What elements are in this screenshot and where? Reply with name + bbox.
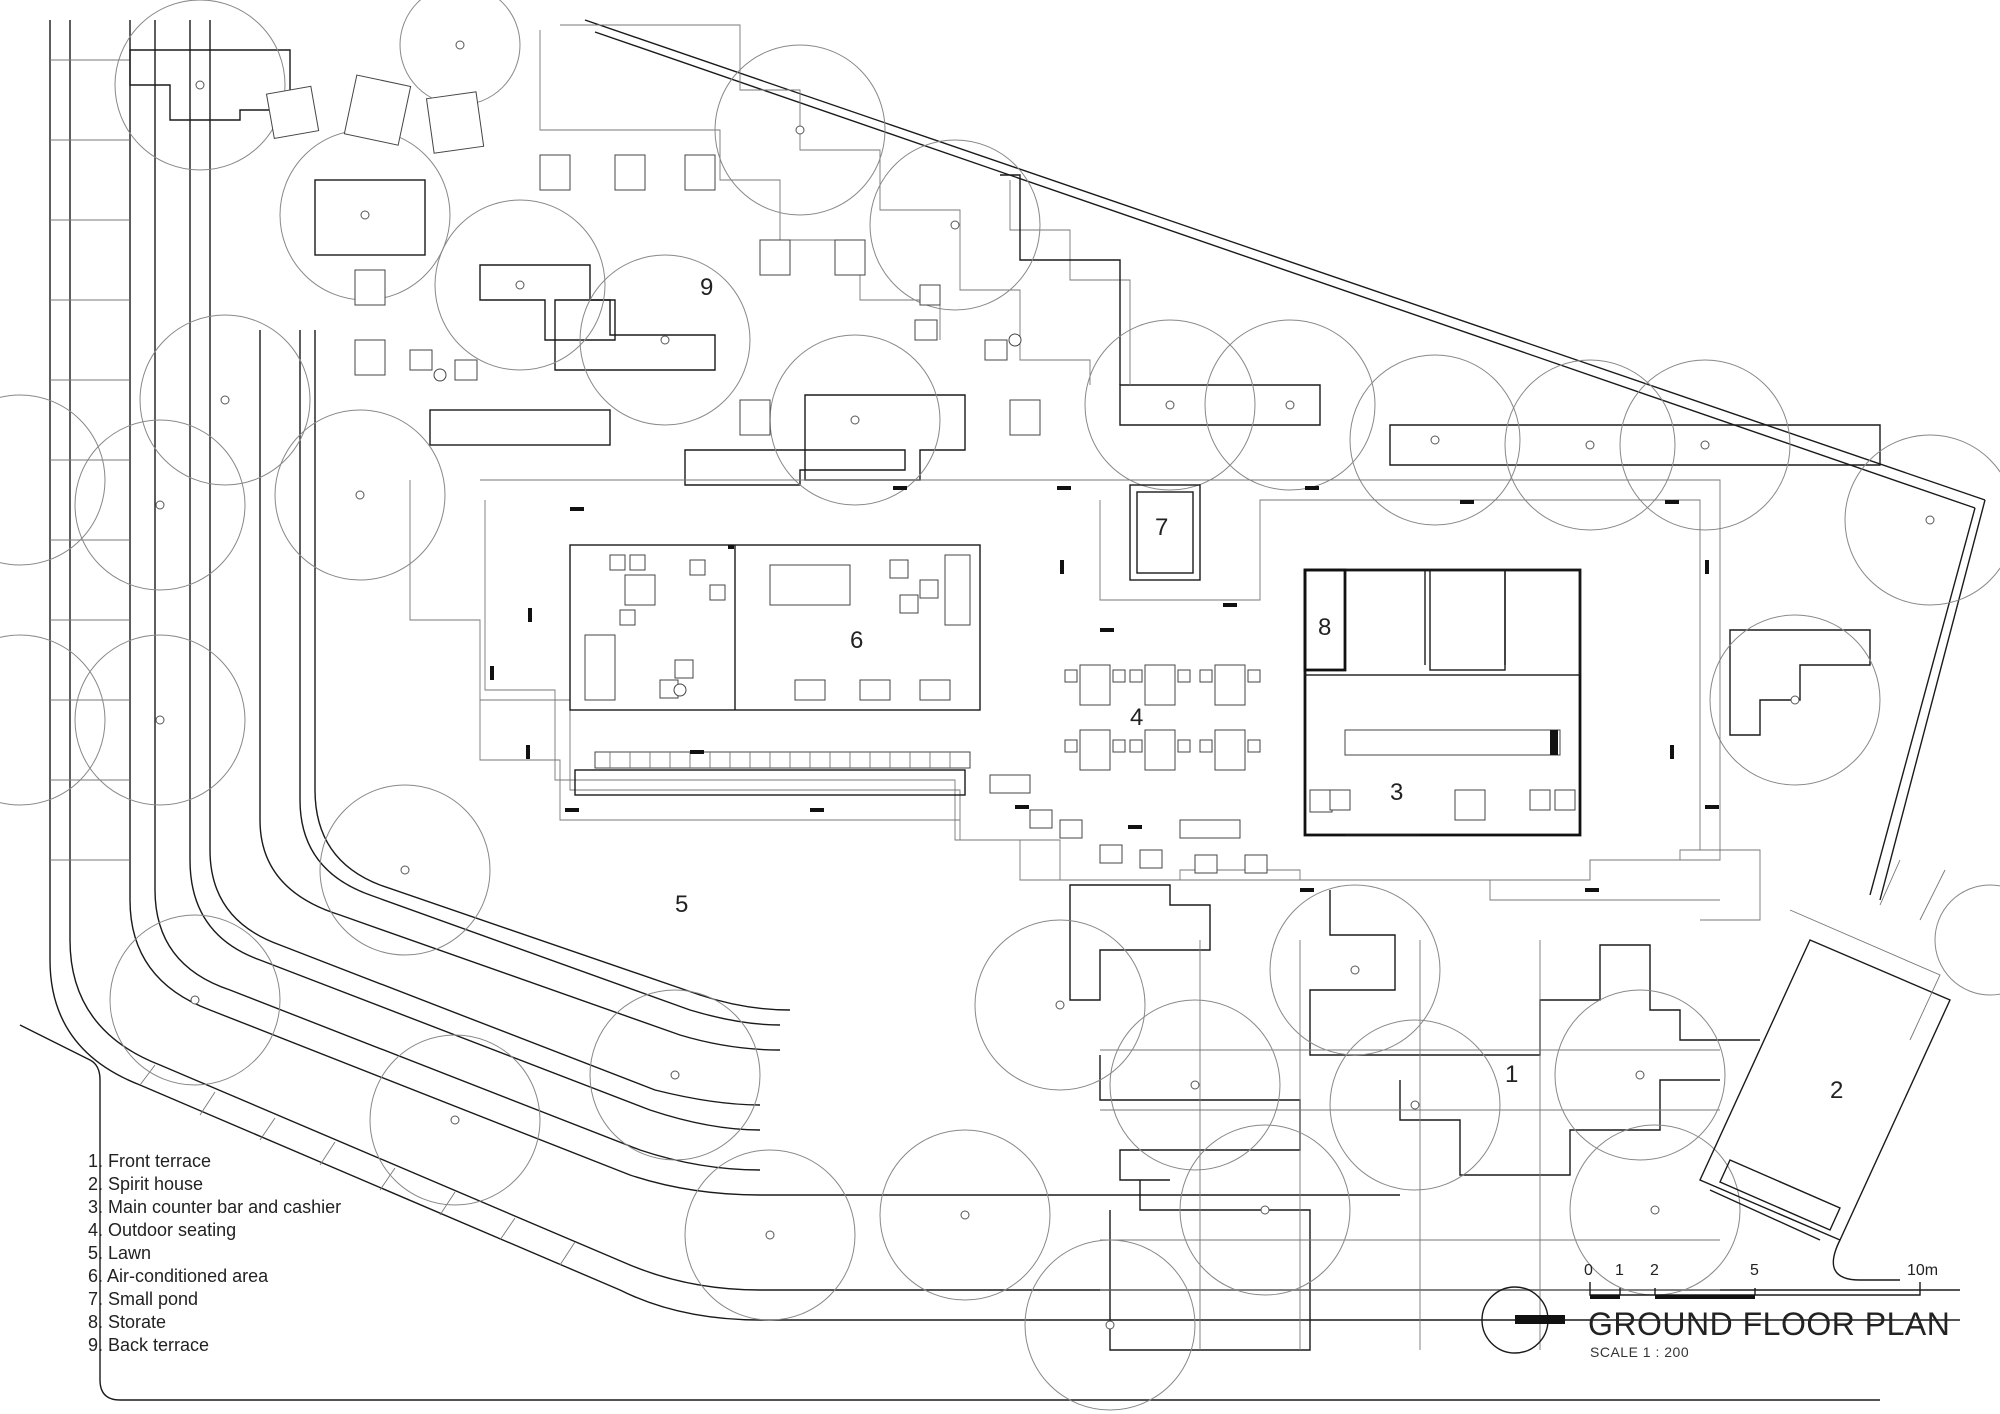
legend-item: 8. Storate xyxy=(88,1312,167,1332)
legend-item: 3. Main counter bar and cashier xyxy=(88,1197,342,1217)
small-pond xyxy=(1129,484,1201,581)
legend-item: 4. Outdoor seating xyxy=(88,1220,237,1240)
counter-bar xyxy=(1303,568,1582,837)
legend-item: 2. Spirit house xyxy=(88,1174,204,1194)
legend-item: 6. Air-conditioned area xyxy=(88,1266,269,1286)
zone-label-7: 7 xyxy=(1155,514,1168,541)
zone-label-9: 9 xyxy=(700,274,713,301)
storage xyxy=(1303,568,1506,672)
zone-label-8: 8 xyxy=(1318,614,1331,641)
legend-item: 9. Back terrace xyxy=(88,1335,210,1355)
main-deck xyxy=(480,479,1721,881)
drawing-scale: SCALE 1 : 200 xyxy=(1590,1344,1690,1360)
legend-item: 1. Front terrace xyxy=(88,1151,212,1171)
legend-item: 5. Lawn xyxy=(88,1243,152,1263)
back-terrace-seating xyxy=(265,74,1041,436)
scale-tick-label: 0 xyxy=(1584,1262,1593,1279)
bench-row xyxy=(574,751,1031,796)
zone-label-1: 1 xyxy=(1505,1061,1518,1088)
scale-bar xyxy=(1589,1282,1921,1299)
terrace-steps xyxy=(409,480,1761,1351)
spirit-house xyxy=(1699,859,1951,1281)
site-boundary xyxy=(19,19,1986,1401)
north-arrow-icon xyxy=(1481,1286,1565,1354)
scale-tick-label: 1 xyxy=(1615,1262,1624,1279)
scale-tick-label: 10m xyxy=(1907,1262,1939,1279)
scale-tick-label: 5 xyxy=(1750,1262,1759,1279)
zone-label-3: 3 xyxy=(1390,779,1403,806)
zone-label-6: 6 xyxy=(850,627,863,654)
legend-item: 7. Small pond xyxy=(88,1289,199,1309)
driveway-curves xyxy=(49,20,1960,1321)
zone-label-5: 5 xyxy=(675,891,688,918)
outdoor-seating xyxy=(1029,664,1268,874)
zone-labels: 1 2 3 4 5 6 7 8 9 xyxy=(675,274,1843,1104)
air-conditioned-area xyxy=(569,507,981,711)
columns xyxy=(490,486,1719,892)
zone-label-4: 4 xyxy=(1130,704,1143,731)
scale-tick-label: 2 xyxy=(1650,1262,1659,1279)
legend: 1. Front terrace 2. Spirit house 3. Main… xyxy=(88,1150,341,1357)
zone-label-2: 2 xyxy=(1830,1077,1843,1104)
drawing-title: GROUND FLOOR PLAN xyxy=(1588,1306,1951,1342)
